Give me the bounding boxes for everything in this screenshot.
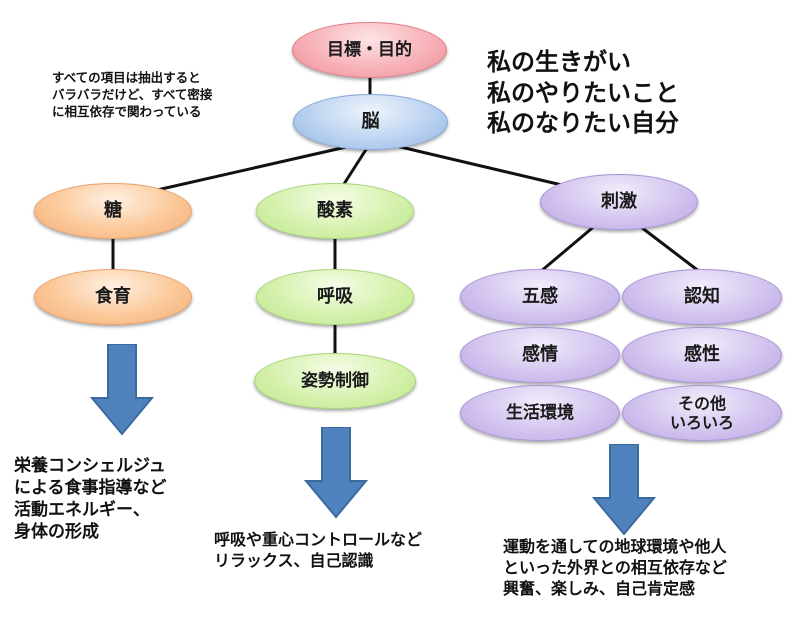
node-breathing: 呼吸 <box>256 269 414 325</box>
node-cognition: 認知 <box>622 269 782 325</box>
node-posture: 姿勢制御 <box>254 353 416 409</box>
title-my-purpose: 私の生きがい 私のやりたいこと 私のなりたい自分 <box>487 48 679 138</box>
note-interdependence: すべての項目は抽出すると バラバラだけど、すべて密接 に相互依存で関わっている <box>52 70 213 119</box>
down-arrow-right <box>592 444 656 536</box>
node-five-senses: 五感 <box>460 269 620 325</box>
node-stimulus: 刺激 <box>540 174 698 230</box>
node-oxygen: 酸素 <box>256 183 414 239</box>
node-brain: 脳 <box>293 94 448 150</box>
line-stimulus-cognition <box>636 222 701 274</box>
node-sensibility: 感性 <box>622 327 782 383</box>
outcome-right: 運動を通しての地球環境や他人 といった外界との相互依存など 興奮、楽しみ、自己肯… <box>503 537 727 598</box>
outcome-left: 栄養コンシェルジュ による食事指導など 活動エネルギー、 身体の形成 <box>14 456 167 543</box>
node-food-education: 食育 <box>34 269 192 325</box>
node-sugar: 糖 <box>34 183 192 239</box>
down-arrow-left <box>90 344 154 436</box>
node-emotion: 感情 <box>460 327 620 383</box>
outcome-middle: 呼吸や重心コントロールなど リラックス、自己認識 <box>214 530 423 570</box>
node-others: その他 いろいろ <box>622 385 782 441</box>
node-living-environment: 生活環境 <box>460 385 620 441</box>
node-goal: 目標・目的 <box>292 22 447 78</box>
line-stimulus-five <box>539 222 598 274</box>
down-arrow-middle <box>304 427 368 519</box>
